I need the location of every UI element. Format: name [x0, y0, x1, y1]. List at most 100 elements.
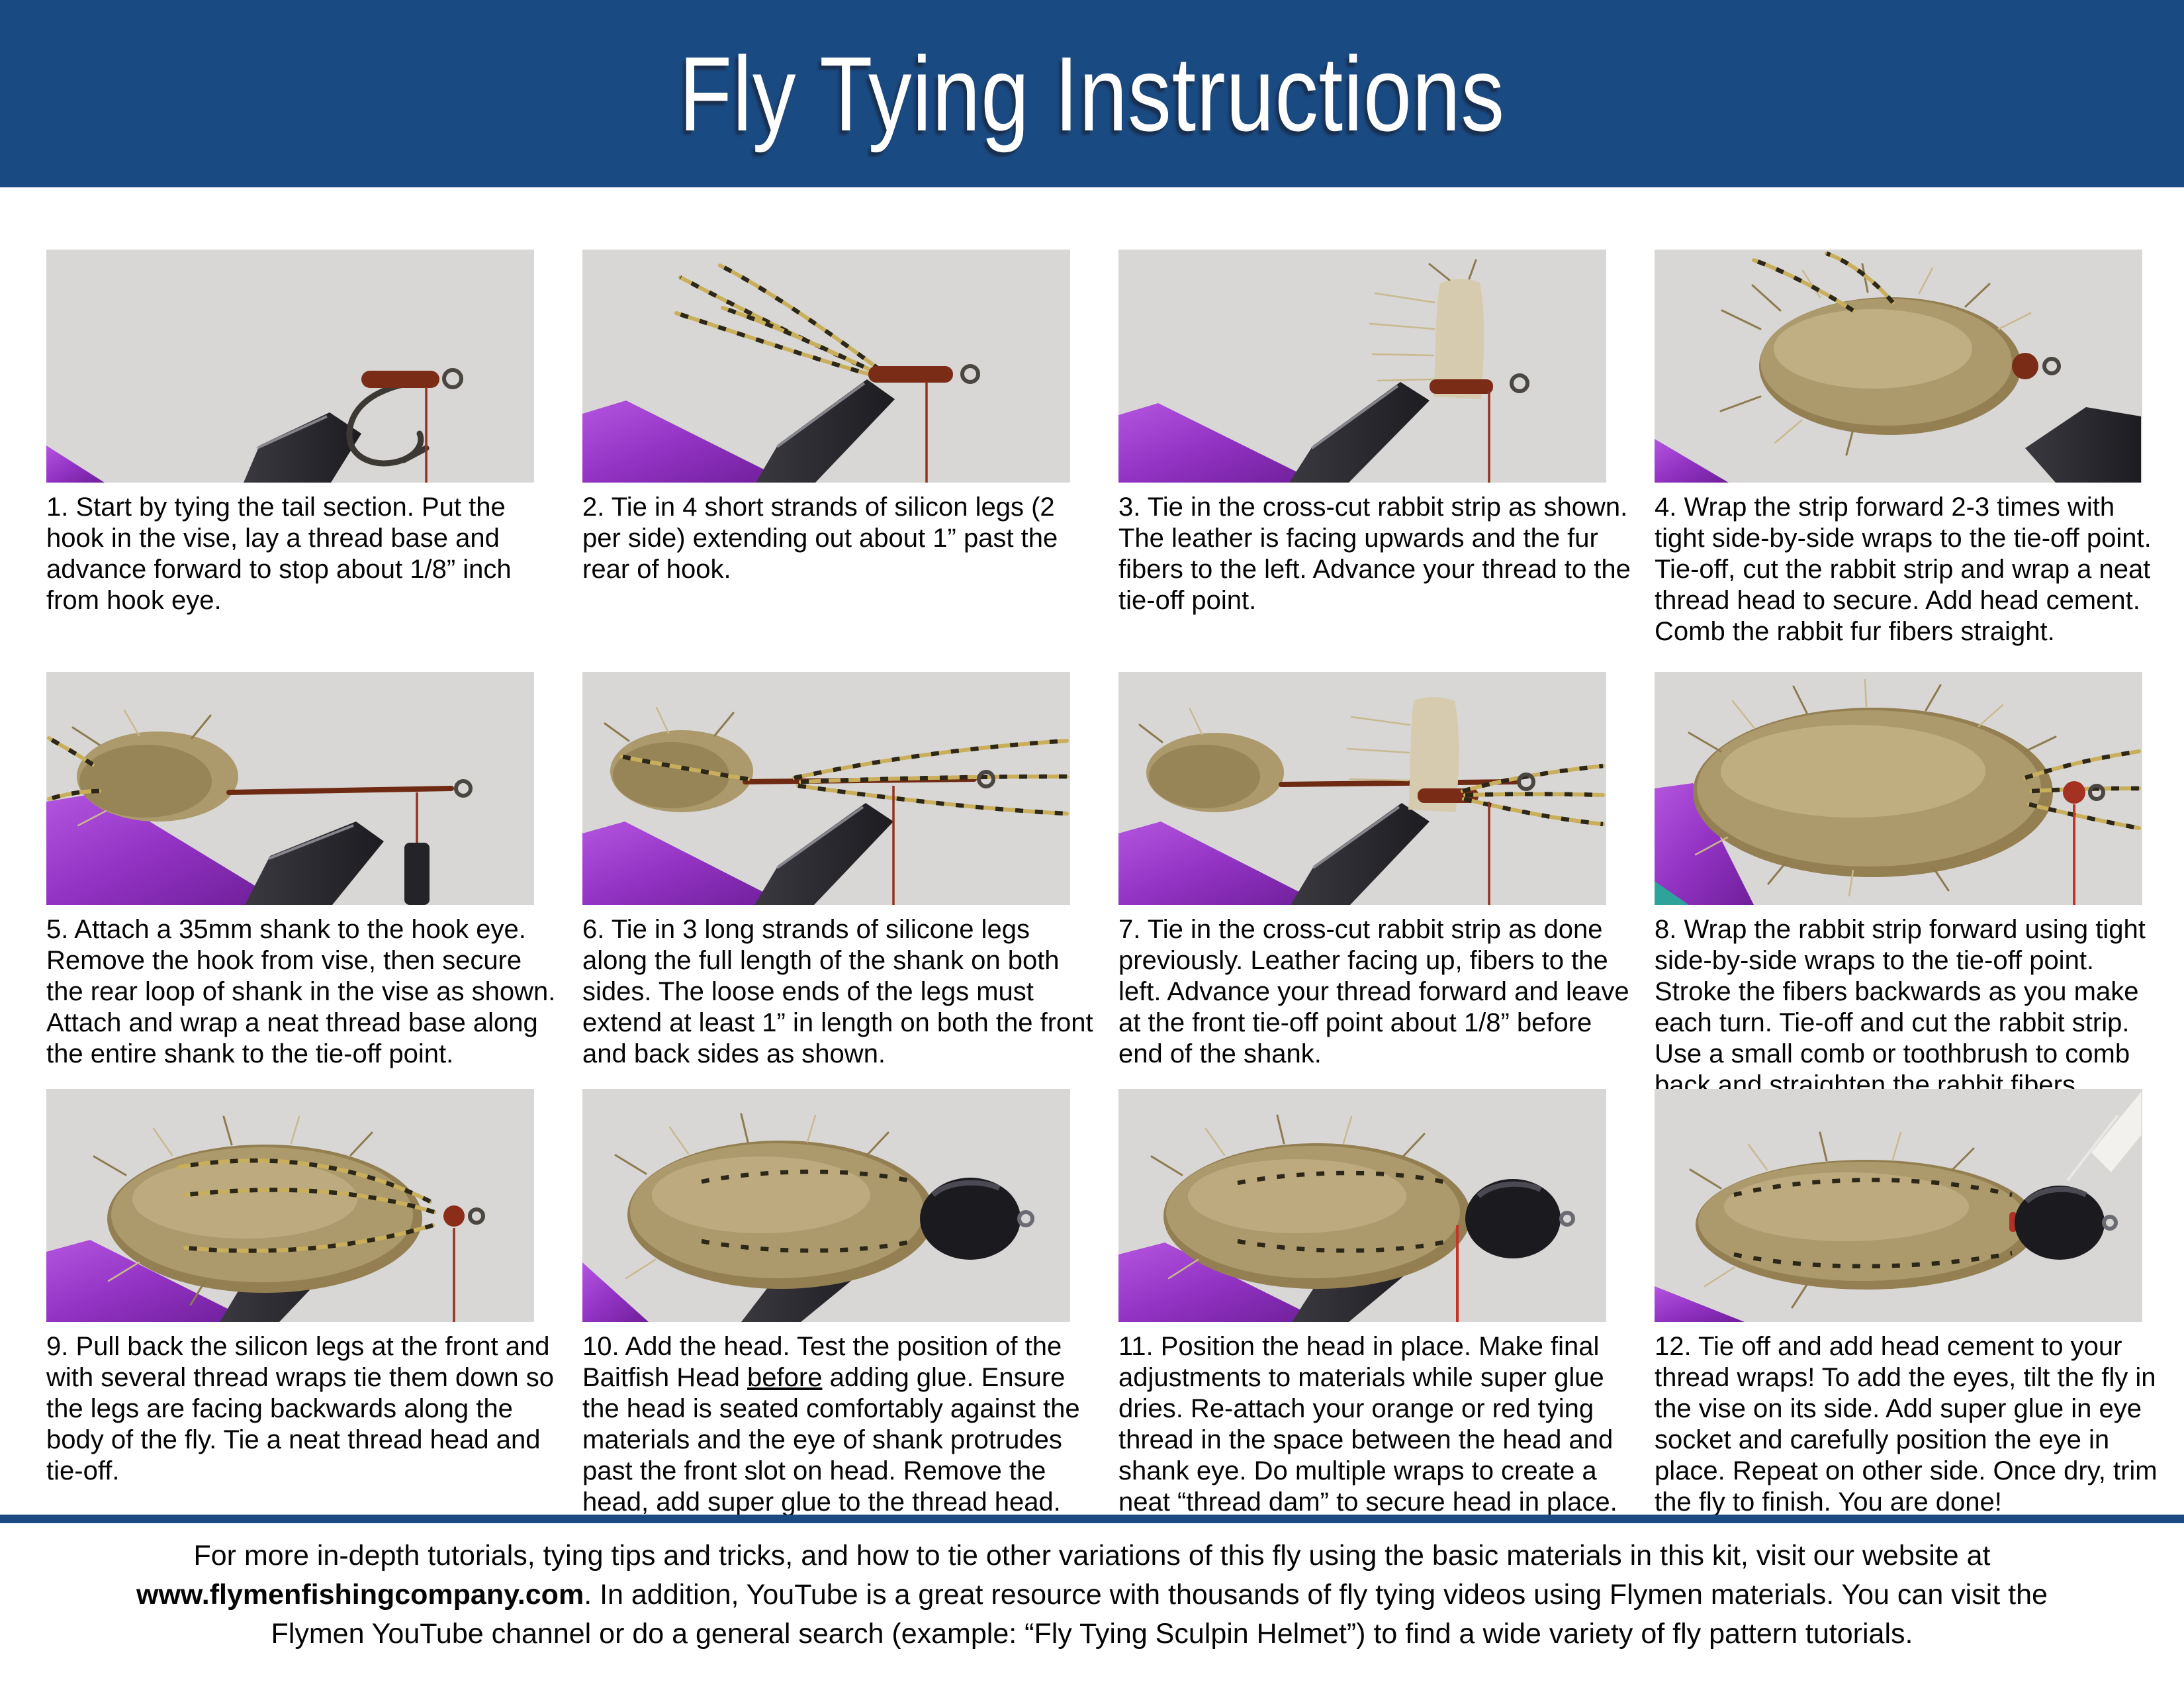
vise-arm: [46, 1240, 244, 1322]
vise-jaw: [754, 803, 893, 905]
thread-head-wrap: [443, 1205, 465, 1227]
step-12-caption: 12. Tie off and add head cement to your …: [1655, 1332, 2158, 1517]
vise-jaw: [244, 412, 361, 483]
hook-eye: [2042, 357, 2061, 375]
shank: [226, 786, 454, 795]
thread-body-wrap: [361, 371, 439, 388]
thread-body-wrap: [1430, 379, 1493, 394]
bobbin: [404, 843, 430, 905]
step-11: 11. Position the head in place. Make fin…: [1118, 1089, 1635, 1517]
step-8: 8. Wrap the rabbit strip forward using t…: [1655, 672, 2171, 1100]
step-4-photo: [1655, 250, 2142, 483]
step-8-caption: 8. Wrap the rabbit strip forward using t…: [1655, 915, 2146, 1100]
tail-fur: [604, 706, 753, 812]
shank-eye: [1017, 1210, 1034, 1227]
shank-eye: [1559, 1211, 1575, 1227]
silicone-legs: [701, 1169, 914, 1253]
step-1: 1. Start by tying the tail section. Put …: [46, 250, 563, 672]
step-12-photo: [1655, 1089, 2142, 1322]
step-3-caption: 3. Tie in the cross-cut rabbit strip as …: [1118, 493, 1631, 615]
step-6-photo: [582, 672, 1070, 905]
page-title: Fly Tying Instructions: [679, 34, 1505, 153]
silicone-legs: [1733, 1178, 2013, 1269]
step-9-photo: [46, 1089, 534, 1322]
rabbit-fur-collar: [1719, 263, 2032, 456]
vise-arm: [1655, 1286, 1745, 1322]
caption-text: 10. Add the head. Test the position of t…: [582, 1332, 1062, 1392]
baitfish-head: [1465, 1179, 1561, 1258]
footer-line-2: www.flymenfishingcompany.com. In additio…: [0, 1576, 2184, 1615]
rabbit-strip: [1369, 259, 1484, 399]
step-6: 6. Tie in 3 long strands of silicone leg…: [582, 672, 1099, 1089]
rabbit-fur-body: [1689, 1131, 2037, 1309]
vise-arm: [46, 792, 265, 905]
step-8-photo: [1655, 672, 2142, 905]
caption-text: adding glue. Ensure the head is seated c…: [582, 1363, 1080, 1517]
vise-arm: [46, 446, 105, 483]
shank-eye: [2088, 784, 2105, 801]
vise-jaw: [1291, 803, 1430, 905]
step-11-photo: [1118, 1089, 1606, 1322]
shank-eye: [468, 1207, 485, 1225]
baitfish-head: [2015, 1186, 2105, 1260]
hook-eye: [960, 364, 980, 384]
thread-body-wrap: [868, 366, 953, 383]
hook-eye: [1510, 373, 1529, 393]
rabbit-strip: [1346, 697, 1459, 812]
hook: [346, 368, 463, 467]
step-12: 12. Tie off and add head cement to your …: [1655, 1089, 2171, 1517]
step-2: 2. Tie in 4 short strands of silicon leg…: [582, 250, 1099, 672]
step-5-caption: 5. Attach a 35mm shank to the hook eye. …: [46, 915, 556, 1068]
step-3-photo: [1118, 250, 1606, 483]
step-7-photo: [1118, 672, 1606, 905]
footer-note: For more in-depth tutorials, tying tips …: [0, 1536, 2184, 1654]
step-3: 3. Tie in the cross-cut rabbit strip as …: [1118, 250, 1635, 672]
step-4-caption: 4. Wrap the strip forward 2-3 times with…: [1655, 493, 2152, 646]
step-1-caption: 1. Start by tying the tail section. Put …: [46, 493, 512, 615]
step-2-photo: [582, 250, 1070, 483]
vise-jaw: [756, 379, 895, 483]
step-6-caption: 6. Tie in 3 long strands of silicone leg…: [582, 915, 1093, 1068]
shank-eye: [977, 770, 995, 788]
step-5-photo: [46, 672, 534, 905]
silicone-legs-swept-back: [177, 1158, 436, 1253]
silicone-legs: [47, 736, 101, 802]
footer-line-1: For more in-depth tutorials, tying tips …: [193, 1540, 1991, 1572]
step-9: 9. Pull back the silicon legs at the fro…: [46, 1089, 563, 1515]
vise-arm: [1655, 783, 1754, 905]
thread-head-wrap: [2063, 781, 2085, 804]
footer-separator-bar: [0, 1515, 2184, 1523]
silicone-legs: [1752, 251, 1895, 312]
step-7: 7. Tie in the cross-cut rabbit strip as …: [1118, 672, 1635, 1089]
step-11-caption: 11. Position the head in place. Make fin…: [1118, 1332, 1617, 1517]
caption-underlined-word: before: [747, 1363, 823, 1392]
vise-jaw: [1289, 382, 1430, 483]
cement-applicator: [2066, 1089, 2142, 1182]
step-2-caption: 2. Tie in 4 short strands of silicon leg…: [582, 493, 1058, 584]
silicone-legs: [1237, 1170, 1449, 1253]
vise-arm: [582, 400, 780, 483]
footer-line-2-rest: . In addition, YouTube is a great resour…: [584, 1579, 2048, 1611]
baitfish-head: [920, 1178, 1021, 1260]
step-1-photo: [46, 250, 534, 483]
tail-fur: [71, 709, 238, 827]
vise-arm: [1118, 1243, 1317, 1322]
step-10-photo: [582, 1089, 1070, 1322]
shank: [1279, 779, 1518, 787]
step-10-caption: 10. Add the head. Test the position of t…: [582, 1331, 1099, 1518]
rabbit-fur-body: [614, 1113, 934, 1289]
vise-arm: [1118, 822, 1314, 905]
thread-head-wrap: [2012, 353, 2038, 379]
rabbit-fur-body: [1150, 1114, 1471, 1289]
vise-arm: [582, 822, 778, 905]
rabbit-fur-body: [1688, 679, 2057, 897]
shank-eye: [1517, 773, 1535, 791]
steps-grid: 1. Start by tying the tail section. Put …: [46, 250, 2171, 1518]
step-4: 4. Wrap the strip forward 2-3 times with…: [1655, 250, 2171, 672]
footer-line-3: Flymen YouTube channel or do a general s…: [271, 1618, 1913, 1650]
silicone-legs: [674, 263, 884, 379]
vise-arm: [582, 1262, 649, 1322]
vise-clamp-accent: [1655, 881, 1689, 905]
website-url: www.flymenfishingcompany.com: [136, 1579, 584, 1611]
